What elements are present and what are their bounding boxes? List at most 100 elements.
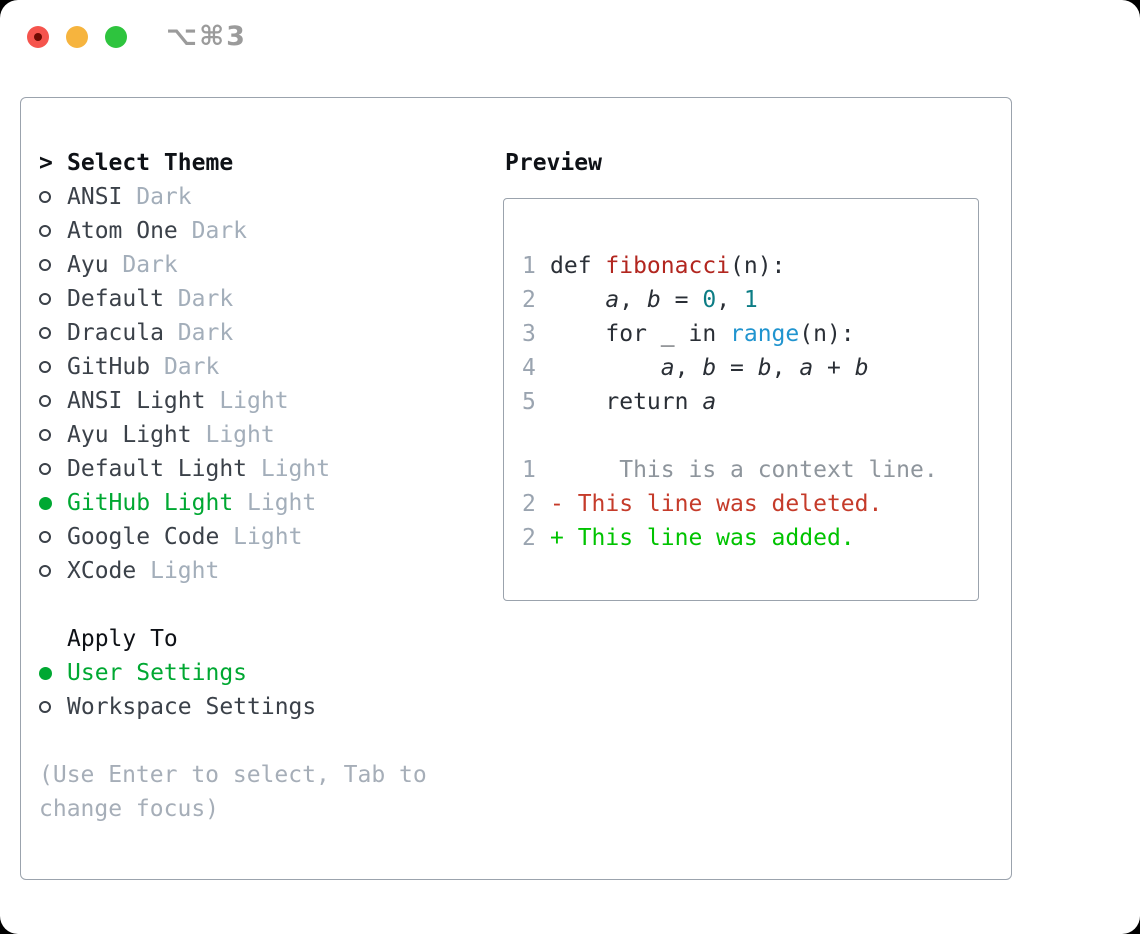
preview-header-row: Preview <box>505 146 979 180</box>
window-title-shortcut: ⌥⌘3 <box>166 21 247 52</box>
theme-option-label: Default Light Light <box>67 456 331 482</box>
token-plain: return <box>550 389 703 415</box>
token-variable: b <box>854 355 869 381</box>
code-line: 2 + This line was added. <box>522 521 978 555</box>
keyboard-hint: (Use Enter to select, Tab to change focu… <box>39 762 427 822</box>
theme-variant-tag: Dark <box>177 218 248 244</box>
radio-selected-icon <box>39 666 67 680</box>
radio-unselected-icon <box>39 225 67 237</box>
line-number: 3 <box>522 321 536 347</box>
theme-variant-tag: Light <box>136 558 220 584</box>
code-line: 1 def fibonacci(n): <box>522 249 978 283</box>
theme-option-label: XCode Light <box>67 558 220 584</box>
line-number: 1 <box>522 457 536 483</box>
token-variable: a <box>660 355 675 381</box>
token-call: range <box>730 321 800 347</box>
theme-option-atom-one[interactable]: Atom One Dark <box>39 214 501 248</box>
theme-variant-tag: Dark <box>108 252 178 278</box>
apply-option-label: User Settings <box>67 660 248 686</box>
apply-option-label: Workspace Settings <box>67 694 317 720</box>
theme-variant-tag: Light <box>233 490 317 516</box>
zoom-button[interactable] <box>105 26 127 48</box>
token-added: + This line was added. <box>550 525 855 551</box>
preview-title: Preview <box>505 150 602 176</box>
token-num: 0 <box>702 287 717 313</box>
code-blank-line <box>522 419 978 453</box>
apply-to-title: Apply To <box>67 626 178 652</box>
token-plain: , <box>771 355 800 381</box>
theme-option-label: GitHub Dark <box>67 354 220 380</box>
code-line: 2 a, b = 0, 1 <box>522 283 978 317</box>
theme-option-label: Default Dark <box>67 286 234 312</box>
token-plain: , <box>674 355 703 381</box>
token-variable: a <box>605 287 620 313</box>
theme-option-xcode[interactable]: XCode Light <box>39 554 501 588</box>
radio-unselected-icon <box>39 429 67 441</box>
theme-option-default-light[interactable]: Default Light Light <box>39 452 501 486</box>
line-number: 4 <box>522 355 536 381</box>
theme-variant-tag: Dark <box>150 354 220 380</box>
apply-option-workspace-settings[interactable]: Workspace Settings <box>39 690 501 724</box>
theme-option-dracula[interactable]: Dracula Dark <box>39 316 501 350</box>
radio-unselected-icon <box>39 361 67 373</box>
theme-option-google-code[interactable]: Google Code Light <box>39 520 501 554</box>
token-variable: b <box>757 355 772 381</box>
radio-unselected-icon <box>39 531 67 543</box>
theme-option-default[interactable]: Default Dark <box>39 282 501 316</box>
token-variable: b <box>702 355 717 381</box>
line-number: 5 <box>522 389 536 415</box>
theme-variant-tag: Light <box>205 388 289 414</box>
line-number: 2 <box>522 287 536 313</box>
theme-option-ayu-light[interactable]: Ayu Light Light <box>39 418 501 452</box>
token-variable: a <box>799 355 814 381</box>
line-number: 2 <box>522 525 536 551</box>
theme-option-ansi[interactable]: ANSI Dark <box>39 180 501 214</box>
theme-option-label: Atom One Dark <box>67 218 248 244</box>
minimize-button[interactable] <box>66 26 88 48</box>
code-line: 3 for _ in range(n): <box>522 317 978 351</box>
code-line: 5 return a <box>522 385 978 419</box>
theme-option-ansi-light[interactable]: ANSI Light Light <box>39 384 501 418</box>
select-theme-title: Select Theme <box>67 150 234 176</box>
line-number: 2 <box>522 491 536 517</box>
line-number: 1 <box>522 253 536 279</box>
theme-option-label: ANSI Light Light <box>67 388 289 414</box>
theme-option-label: ANSI Dark <box>67 184 192 210</box>
token-plain: for _ in <box>550 321 731 347</box>
token-plain: = <box>660 287 703 313</box>
token-variable: a <box>702 389 717 415</box>
token-plain <box>550 287 605 313</box>
apply-option-user-settings[interactable]: User Settings <box>39 656 501 690</box>
theme-option-ayu[interactable]: Ayu Dark <box>39 248 501 282</box>
token-plain: , <box>716 287 744 313</box>
token-plain: , <box>619 287 647 313</box>
theme-variant-tag: Light <box>247 456 331 482</box>
code-line: 4 a, b = b, a + b <box>522 351 978 385</box>
token-plain: (n): <box>730 253 786 279</box>
token-variable: b <box>646 287 661 313</box>
theme-option-label: Ayu Light Light <box>67 422 275 448</box>
theme-variant-tag: Dark <box>163 320 234 346</box>
theme-option-label: Dracula Dark <box>67 320 234 346</box>
token-plain <box>550 355 661 381</box>
code-line: 1 This is a context line. <box>522 453 978 487</box>
theme-option-github[interactable]: GitHub Dark <box>39 350 501 384</box>
theme-option-github-light[interactable]: GitHub Light Light <box>39 486 501 520</box>
radio-unselected-icon <box>39 293 67 305</box>
token-plain: (n): <box>799 321 855 347</box>
token-deleted: - This line was deleted. <box>550 491 883 517</box>
token-func: fibonacci <box>605 253 731 279</box>
token-plain: def <box>550 253 606 279</box>
radio-unselected-icon <box>39 191 67 203</box>
code-line: 2 - This line was deleted. <box>522 487 978 521</box>
token-num: 1 <box>743 287 758 313</box>
close-button[interactable] <box>27 26 49 48</box>
unsaved-changes-dot-icon <box>34 33 42 41</box>
radio-unselected-icon <box>39 565 67 577</box>
